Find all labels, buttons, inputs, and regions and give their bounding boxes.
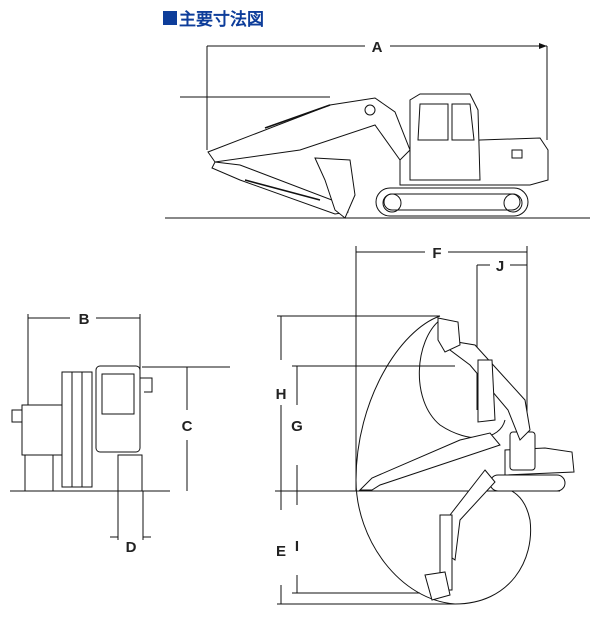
cab	[409, 93, 481, 181]
cab-front-window	[101, 373, 135, 415]
dim-label-g: G	[291, 418, 303, 435]
title-square-icon	[163, 10, 177, 25]
arm-raised	[477, 359, 496, 423]
boom-lowered	[447, 469, 496, 561]
dim-label-j: J	[496, 258, 504, 275]
handrail	[140, 377, 153, 393]
track-front-left	[24, 454, 54, 492]
boom-cylinder	[264, 104, 331, 129]
boom	[207, 97, 411, 163]
arm-lowered	[439, 514, 453, 591]
cab-front	[95, 365, 141, 453]
dim-label-d: D	[126, 539, 137, 556]
bucket-raised	[437, 317, 461, 353]
track-side	[375, 187, 529, 217]
dim-label-b: B	[79, 311, 90, 328]
boom-pin	[364, 104, 376, 116]
track-inner	[383, 193, 521, 211]
dim-label-e: E	[276, 543, 286, 560]
sprocket-wheel	[503, 193, 523, 213]
bucket-side	[314, 157, 356, 219]
dim-label-a: A	[372, 39, 383, 56]
digging-envelope-outer	[355, 315, 532, 605]
arm-cylinder	[244, 179, 321, 201]
digging-envelope-inner	[418, 319, 506, 439]
dim-label-i: I	[295, 538, 299, 555]
dim-label-c: C	[182, 418, 193, 435]
cab-windows	[417, 103, 475, 141]
diagram-title-text: 主要寸法図	[179, 10, 264, 29]
body-panel	[511, 149, 523, 159]
boom-front	[61, 371, 93, 488]
dim-label-f: F	[432, 245, 441, 262]
front-view: B C D	[10, 311, 230, 556]
working-range-view: F J H G E I	[275, 245, 575, 605]
boom-extended	[358, 432, 501, 491]
idler-wheel	[382, 193, 402, 213]
bucket-lowered	[424, 571, 451, 601]
side-mirror	[11, 409, 23, 423]
dim-label-h: H	[276, 386, 287, 403]
track-front-right	[117, 454, 143, 492]
side-view: A	[165, 39, 590, 219]
track-range	[489, 474, 566, 492]
diagram-title: 主要寸法図	[163, 5, 264, 30]
